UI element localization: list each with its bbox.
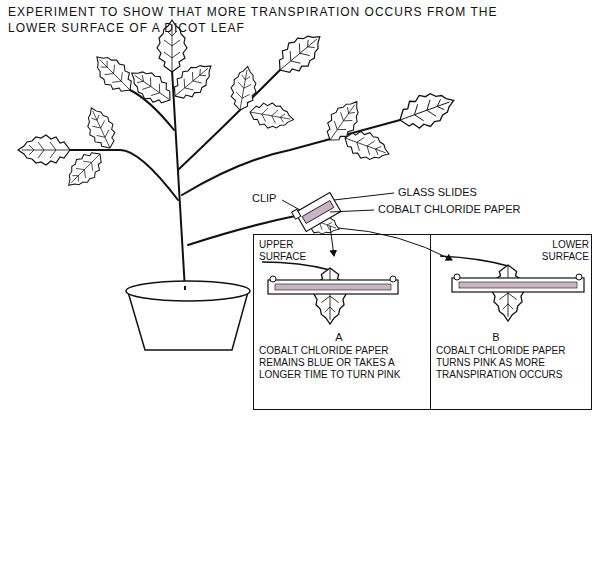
part-label: GLASS SLIDES bbox=[398, 186, 558, 199]
panel-letter: A bbox=[324, 331, 354, 344]
diagram-title: EXPERIMENT TO SHOW THAT MORE TRANSPIRATI… bbox=[8, 4, 498, 36]
result-panel: UPPER SURFACE ACOBALT CHLORIDE PAPER REMA… bbox=[253, 234, 431, 410]
result-panel: LOWER SURFACE BCOBALT CHLORIDE PAPER TURN… bbox=[430, 234, 592, 410]
part-label: COBALT CHLORIDE PAPER bbox=[378, 203, 578, 216]
result-text: COBALT CHLORIDE PAPER TURNS PINK AS MORE… bbox=[436, 345, 588, 381]
surface-label: LOWER SURFACE bbox=[531, 239, 589, 263]
surface-label: UPPER SURFACE bbox=[259, 239, 321, 263]
panel-letter: B bbox=[481, 331, 511, 344]
part-label: CLIP bbox=[252, 192, 292, 205]
result-text: COBALT CHLORIDE PAPER REMAINS BLUE OR TA… bbox=[259, 345, 425, 381]
